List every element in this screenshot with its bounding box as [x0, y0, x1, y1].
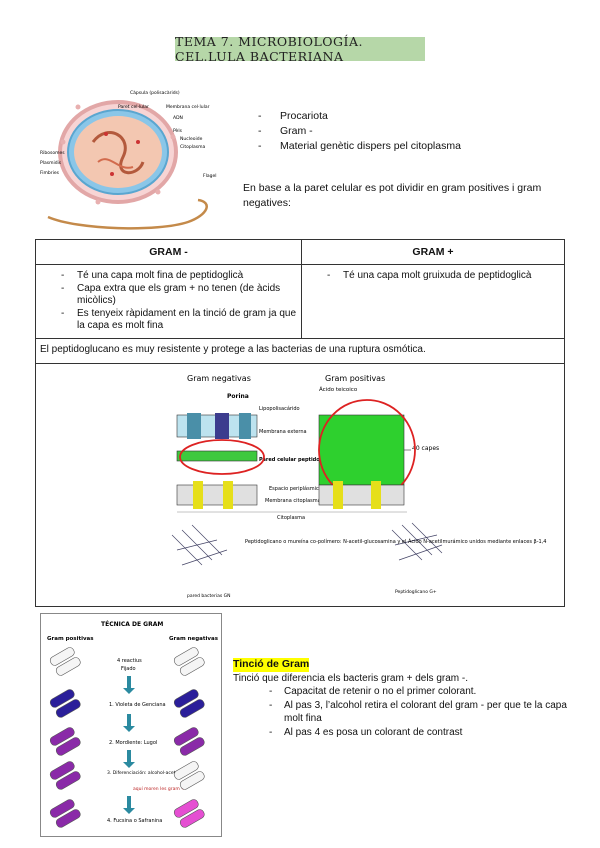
gram-neg-cell: Té una capa molt fina de peptidoglicà Ca…	[36, 265, 302, 339]
diagram-caption: pared bacterias GN	[187, 593, 231, 599]
peptidoglycan-note: El peptidoglucano es muy resistente y pr…	[36, 338, 565, 363]
list-item: Capacitat de retenir o no el primer colo…	[269, 685, 573, 699]
intro-bullets: Procariota Gram - Material genètic dispe…	[258, 109, 461, 154]
page-title: TEMA 7. MICROBIOLOGÍA. CEL.LULA BACTERIA…	[175, 37, 425, 61]
cell-label: Paret cel·lular	[118, 104, 149, 110]
figure-label: 4 reactius	[117, 658, 142, 664]
step-label: 1. Violeta de Genciana	[109, 702, 166, 708]
gram-stain-section: Tinció de Gram Tinció que diferencia els…	[233, 658, 573, 739]
cell-label: Citoplasma	[180, 144, 206, 150]
figure-label: Gram positivas	[47, 636, 94, 642]
list-item: Procariota	[258, 109, 461, 124]
diagram-caption: Peptidoglicano G+	[395, 589, 437, 595]
list-item: Al pas 3, l’alcohol retira el colorant d…	[269, 699, 573, 726]
diagram-label: 40 capes	[412, 445, 439, 452]
list-item: Es tenyeix ràpidament en la tinció de gr…	[61, 308, 300, 333]
gram-technique-figure: TÉCNICA DE GRAM Gram positivas Gram nega…	[40, 613, 222, 837]
list-item: Gram -	[258, 124, 461, 139]
cell-label: Flagel	[203, 173, 216, 179]
diagram-title-pos: Gram positivas	[325, 374, 385, 383]
list-item: Capa extra que els gram + no tenen (de à…	[61, 283, 300, 308]
cell-label: ADN	[173, 115, 183, 121]
figure-label: Gram negativas	[169, 636, 219, 642]
section-text: Tinció que diferencia els bacteris gram …	[233, 672, 573, 686]
gram-comparison-table: GRAM - GRAM + Té una capa molt fina de p…	[35, 239, 565, 607]
diagram-label: Lipopolisacárido	[259, 405, 300, 412]
cell-label: Pèls	[173, 127, 183, 134]
list-item: Té una capa molt gruixuda de peptidoglic…	[327, 270, 563, 283]
figure-title: TÉCNICA DE GRAM	[101, 620, 163, 628]
list-item: Té una capa molt fina de peptidoglicà	[61, 270, 300, 283]
list-item: Al pas 4 es posa un colorant de contrast	[269, 726, 573, 740]
diagram-label: Ácido teicoico	[319, 386, 358, 393]
cell-wall-diagram: Gram negativas Gram positivas Ácido teic…	[37, 365, 563, 605]
step-label: 4. Fucsina o Safranina	[107, 818, 162, 824]
gram-pos-cell: Té una capa molt gruixuda de peptidoglic…	[302, 265, 565, 339]
diagram-label: Citoplasma	[277, 515, 305, 521]
cell-label: Càpsula (polisacàrids)	[130, 89, 180, 96]
step-label: 3. Diferenciación: alcohol-acetona	[107, 769, 184, 776]
header-gram-pos: GRAM +	[302, 240, 565, 265]
diagram-caption: Peptidoglicano o mureína co-polímero: N-…	[245, 538, 546, 545]
section-heading: Tinció de Gram	[233, 658, 309, 672]
diagram-title-neg: Gram negativas	[187, 374, 251, 383]
list-item: Material genètic dispers pel citoplasma	[258, 139, 461, 154]
diagram-label: Espacio periplásmico	[269, 485, 322, 492]
cell-label: Plasmidis	[40, 160, 62, 166]
cell-wall-diagram-cell: Gram negativas Gram positivas Ácido teic…	[36, 363, 565, 606]
cell-label: Ribosomes	[40, 150, 65, 156]
handwritten-note: aquí moren les gram +	[133, 785, 185, 792]
cell-label: Fimbries	[40, 170, 60, 176]
diagram-label: Porina	[227, 393, 249, 400]
step-label: 2. Mordiente: Lugol	[109, 740, 157, 746]
diagram-label: Membrana externa	[259, 429, 307, 435]
figure-label: Fijado	[121, 666, 136, 672]
intro-text: En base a la paret celular es pot dividi…	[243, 181, 573, 211]
bacterial-cell-diagram: Càpsula (polisacàrids) Paret cel·lular M…	[38, 82, 228, 232]
header-gram-neg: GRAM -	[36, 240, 302, 265]
cell-label: Membrana cel·lular	[166, 104, 210, 110]
cell-label: Nucleoide	[180, 136, 203, 142]
